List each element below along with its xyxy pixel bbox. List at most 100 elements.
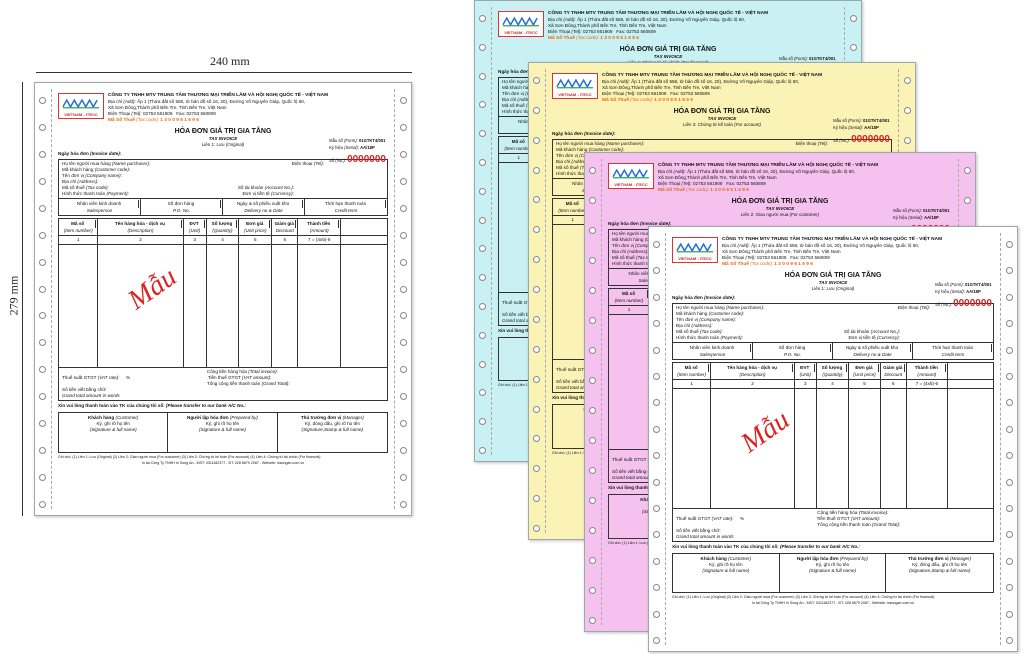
- invoice-date: Ngày hóa đơn (Invoice date):: [552, 131, 616, 137]
- feed-hole: [39, 501, 46, 508]
- feed-hole: [479, 274, 486, 282]
- signature-cell: Thủ trưởng đơn vị (Manager)Ký, đóng dấu,…: [300, 414, 364, 432]
- feed-hole: [653, 637, 660, 644]
- company-tax-code: Mã Số Thuế (Tax code): 1 3 0 0 9 5 1 6 9…: [722, 261, 813, 268]
- invoice-title: HÓA ĐƠN GIÁ TRỊ GIA TĂNG: [784, 272, 882, 280]
- invoice-number: 0000000: [851, 134, 890, 146]
- feed-hole: [479, 43, 486, 51]
- feed-hole: [39, 258, 46, 266]
- company-address: Địa chỉ (Add): Ấp 1 (Thửa đất số 558, tờ…: [722, 243, 920, 249]
- feed-hole: [589, 497, 596, 504]
- items-header-cell: Số lượng(Quantity): [817, 362, 849, 379]
- feed-hole: [589, 227, 596, 234]
- items-header-cell: Đơn giá(Unit price): [239, 218, 273, 235]
- company-tax-code: Mã Số Thuế (Tax code): 1 3 0 0 9 5 1 6 9…: [548, 35, 639, 42]
- feed-hole: [904, 106, 911, 114]
- feed-hole: [400, 312, 407, 320]
- feed-hole: [479, 389, 486, 397]
- feed-hole: [400, 447, 407, 455]
- buyer-info: Họ tên người mua hàng (Name purchaser):Đ…: [58, 159, 388, 216]
- feed-hole: [964, 197, 971, 204]
- company-address-2: Xã Sơn Đông,Thành phố Bến Tre, Tỉnh Bến …: [108, 105, 227, 111]
- height-dimension-label: 279 mm: [6, 275, 21, 316]
- column-number: 5: [849, 379, 881, 388]
- feed-hole: [400, 177, 407, 185]
- feed-hole: [1006, 241, 1013, 248]
- feed-hole: [589, 617, 596, 624]
- grand-total-row: Tổng cộng tiền thanh toán (Grand Total):: [817, 521, 901, 527]
- feed-hole: [400, 393, 407, 401]
- signature-cell: Khách hàng (Customer)Ký, ghi rõ họ tên(S…: [673, 553, 780, 592]
- feed-hole: [39, 474, 46, 482]
- feed-hole: [964, 167, 971, 174]
- column-number: 4: [817, 379, 849, 388]
- feed-hole: [589, 347, 596, 354]
- copy-label: Liên 2: Giao người mua (For customer): [740, 212, 820, 218]
- feed-hole: [533, 495, 540, 503]
- feed-hole: [400, 150, 407, 158]
- invoice-title: HÓA ĐƠN GIÁ TRỊ GIA TĂNG: [619, 46, 717, 54]
- company-address-2: Xã Sơn Đông,Thành phố Bến Tre, Tỉnh Bến …: [722, 249, 841, 255]
- feed-hole: [533, 525, 540, 532]
- items-header-cell: Thành tiền(Amount): [298, 218, 342, 235]
- company-address-2: Xã Sơn Đông,Thành phố Bến Tre, Tỉnh Bến …: [602, 85, 721, 91]
- feed-hole: [479, 130, 486, 138]
- feed-hole: [400, 339, 407, 347]
- company-address-2: Xã Sơn Đông,Thành phố Bến Tre, Tỉnh Bến …: [658, 175, 777, 181]
- feed-hole: [39, 150, 46, 158]
- feed-hole: [653, 320, 660, 328]
- feed-hole: [533, 136, 540, 144]
- feed-hole: [653, 267, 660, 275]
- feed-hole: [479, 216, 486, 224]
- feed-hole: [589, 587, 596, 594]
- bank-transfer-note: Xin vui lòng thanh toán vào TK của chúng…: [672, 543, 860, 549]
- feed-hole: [653, 373, 660, 380]
- signature-block: Khách hàng (Customer)Ký, ghi rõ họ tên(S…: [58, 411, 388, 453]
- feed-hole: [1006, 610, 1013, 618]
- feed-hole: [400, 258, 407, 266]
- feed-hole: [39, 97, 46, 104]
- items-header-cell: Mã số(Item number): [673, 362, 712, 379]
- feed-hole: [653, 478, 660, 486]
- feed-hole: [39, 123, 46, 131]
- feed-hole: [400, 97, 407, 104]
- feed-hole: [39, 420, 46, 428]
- column-number: 6: [881, 379, 907, 388]
- feed-hole: [39, 231, 46, 239]
- feed-hole: [1006, 557, 1013, 565]
- invoice-meta: Mẫu số (Form): 01GTKT4/001 Ký hiệu (Seri…: [935, 282, 992, 310]
- invoice-title: HÓA ĐƠN GIÁ TRỊ GIA TĂNG: [673, 108, 771, 116]
- signature-cell: Khách hàng (Customer)Ký, ghi rõ họ tên(S…: [59, 412, 169, 452]
- company-logo: VIETNAM - ITECC: [58, 93, 104, 119]
- feed-hole: [1006, 425, 1013, 433]
- feed-hole: [533, 435, 540, 443]
- feed-hole: [39, 393, 46, 401]
- feed-hole: [1006, 531, 1013, 539]
- company-address-2: Xã Sơn Đông,Thành phố Bến Tre, Tỉnh Bến …: [548, 23, 667, 29]
- amount-in-words: Số tiền viết bằng chữ:Grand total amount…: [676, 527, 734, 539]
- feed-hole: [400, 123, 407, 131]
- feed-hole: [589, 167, 596, 174]
- feed-hole: [653, 346, 660, 354]
- feed-hole: [1006, 320, 1013, 328]
- column-number: 2: [98, 235, 184, 244]
- feed-hole: [653, 241, 660, 248]
- feed-hole: [653, 399, 660, 407]
- feed-hole: [533, 405, 540, 413]
- amount-in-words: Số tiền viết bằng chữ:Grand total amount…: [62, 386, 120, 398]
- column-number: 1: [59, 235, 99, 244]
- vat-row: Thuế suất GTGT (VAT rate): %Tiền thuế GT…: [62, 374, 272, 380]
- invoice-number: 0000000: [347, 154, 386, 166]
- feed-hole: [400, 501, 407, 508]
- feed-hole: [39, 339, 46, 347]
- feed-hole: [533, 166, 540, 174]
- feed-hole: [479, 331, 486, 339]
- items-table: Mã số(Item number)Tên hàng hóa - dịch vụ…: [672, 361, 994, 542]
- invoice-subtitle: TAX INVOICE: [208, 136, 238, 142]
- feed-hole: [1006, 293, 1013, 301]
